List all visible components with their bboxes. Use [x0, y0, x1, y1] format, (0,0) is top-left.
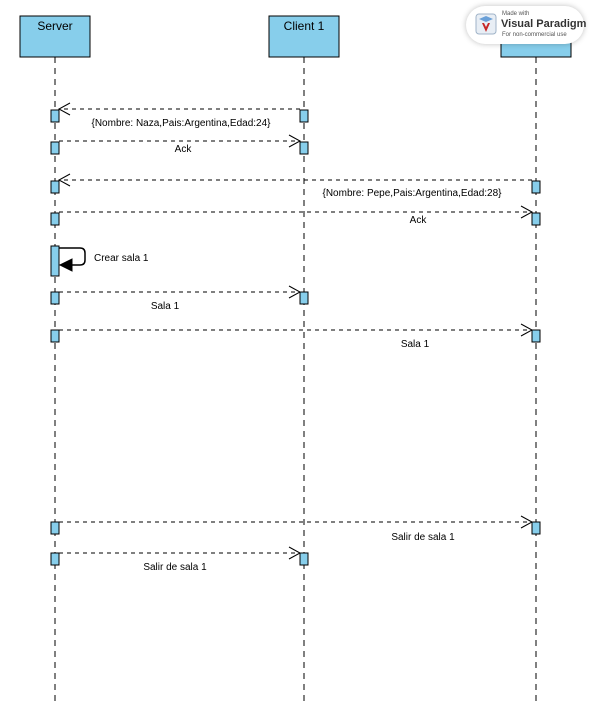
message-1-label: Ack	[175, 144, 193, 155]
lifeline-server-head[interactable]	[19, 15, 91, 58]
message-6[interactable]: Sala 1	[59, 323, 534, 350]
activation-server	[50, 212, 60, 226]
activation-client-2	[531, 212, 541, 226]
watermark-brand: Visual Paradigm	[501, 18, 587, 30]
message-6-label: Sala 1	[401, 339, 430, 350]
activation-client-2	[531, 329, 541, 343]
message-4-self-loop	[59, 247, 86, 266]
activation-server	[50, 245, 60, 277]
message-3[interactable]: Ack	[59, 205, 534, 226]
watermark-note: For non-commercial use	[502, 32, 567, 38]
message-1[interactable]: Ack	[59, 134, 302, 155]
message-5[interactable]: Sala 1	[59, 285, 302, 312]
activation-server	[50, 141, 60, 155]
message-0[interactable]: {Nombre: Naza,Pais:Argentina,Edad:24}	[57, 102, 300, 129]
message-2[interactable]: {Nombre: Pepe,Pais:Argentina,Edad:28}	[57, 173, 532, 199]
message-8-label: Salir de sala 1	[143, 562, 207, 573]
lifeline-client-1[interactable]: Client 1	[268, 15, 340, 705]
message-0-arrowhead	[57, 102, 71, 116]
visual-paradigm-logo-icon	[475, 13, 497, 35]
message-2-arrowhead	[57, 173, 71, 187]
lifeline-client-1-head[interactable]	[268, 15, 340, 58]
message-5-label: Sala 1	[151, 301, 180, 312]
message-7-arrowhead	[520, 515, 534, 529]
activation-server	[50, 291, 60, 305]
lifeline-server-label: Server	[37, 19, 72, 33]
message-7-label: Salir de sala 1	[391, 532, 455, 543]
message-2-label: {Nombre: Pepe,Pais:Argentina,Edad:28}	[322, 188, 502, 199]
message-8-arrowhead	[288, 546, 302, 560]
activation-server	[50, 521, 60, 535]
lifeline-client-1-label: Client 1	[284, 19, 325, 33]
activation-client-1	[299, 141, 309, 155]
lifeline-client-2[interactable]	[500, 15, 572, 705]
message-0-label: {Nombre: Naza,Pais:Argentina,Edad:24}	[92, 118, 272, 129]
visual-paradigm-watermark[interactable]: Made with Visual Paradigm For non-commer…	[466, 6, 587, 44]
message-1-arrowhead	[288, 134, 302, 148]
watermark-made-with: Made with	[502, 11, 530, 17]
message-7[interactable]: Salir de sala 1	[59, 515, 534, 543]
lifeline-server[interactable]: Server	[19, 15, 91, 705]
activation-server	[50, 329, 60, 343]
message-3-label: Ack	[410, 215, 428, 226]
message-8[interactable]: Salir de sala 1	[59, 546, 302, 573]
activation-client-1	[299, 291, 309, 305]
activation-client-2	[531, 521, 541, 535]
activation-client-1	[299, 109, 309, 123]
activation-server	[50, 552, 60, 566]
message-4-label: Crear sala 1	[94, 253, 149, 264]
message-6-arrowhead	[520, 323, 534, 337]
message-5-arrowhead	[288, 285, 302, 299]
activation-client-1	[299, 552, 309, 566]
activation-server	[50, 180, 60, 194]
activation-server	[50, 109, 60, 123]
message-4-self[interactable]: Crear sala 1	[58, 247, 149, 272]
activation-client-2	[531, 180, 541, 194]
message-4-arrowhead	[58, 258, 73, 272]
activation-bars	[50, 109, 541, 566]
message-3-arrowhead	[520, 205, 534, 219]
